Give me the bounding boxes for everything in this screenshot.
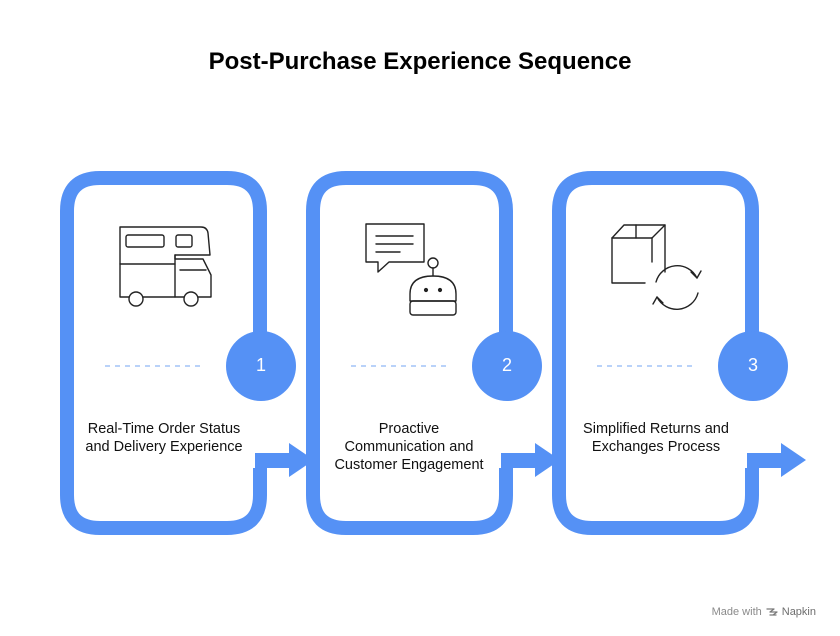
step-1-number-badge bbox=[226, 331, 296, 401]
step-1-arrow-shaft bbox=[255, 453, 291, 468]
step-3-number: 3 bbox=[747, 355, 758, 375]
step-2-label: Proactive Communication and Customer Eng… bbox=[334, 421, 484, 473]
chatbot-icon bbox=[365, 223, 457, 316]
step-2-arrow-head bbox=[535, 443, 560, 477]
step-1-arrow-head bbox=[289, 443, 314, 477]
step-3-number-badge bbox=[718, 331, 788, 401]
step-2-arrow-shaft bbox=[501, 453, 537, 468]
napkin-logo-icon bbox=[766, 607, 778, 616]
step-2-number-badge bbox=[472, 331, 542, 401]
made-with-napkin-footer[interactable]: Made with Napkin bbox=[712, 606, 816, 618]
step-2-frame bbox=[306, 171, 513, 535]
napkin-brand-text: Napkin bbox=[781, 606, 816, 618]
step-3-label: Simplified Returns and Exchanges Process bbox=[583, 421, 729, 455]
step-3-arrow-shaft bbox=[747, 453, 783, 468]
box-return-icon bbox=[611, 224, 702, 310]
step-1-label: Real-Time Order Status and Delivery Expe… bbox=[85, 421, 243, 455]
step-1-frame bbox=[60, 171, 267, 535]
step-1-number: 1 bbox=[255, 355, 266, 375]
made-with-text: Made with bbox=[711, 606, 762, 618]
diagram-title: Post-Purchase Experience Sequence bbox=[208, 48, 632, 75]
camper-van-icon bbox=[119, 226, 212, 307]
step-3-arrow-head bbox=[781, 443, 806, 477]
step-3-frame bbox=[552, 171, 759, 535]
step-2-number: 2 bbox=[501, 355, 512, 375]
